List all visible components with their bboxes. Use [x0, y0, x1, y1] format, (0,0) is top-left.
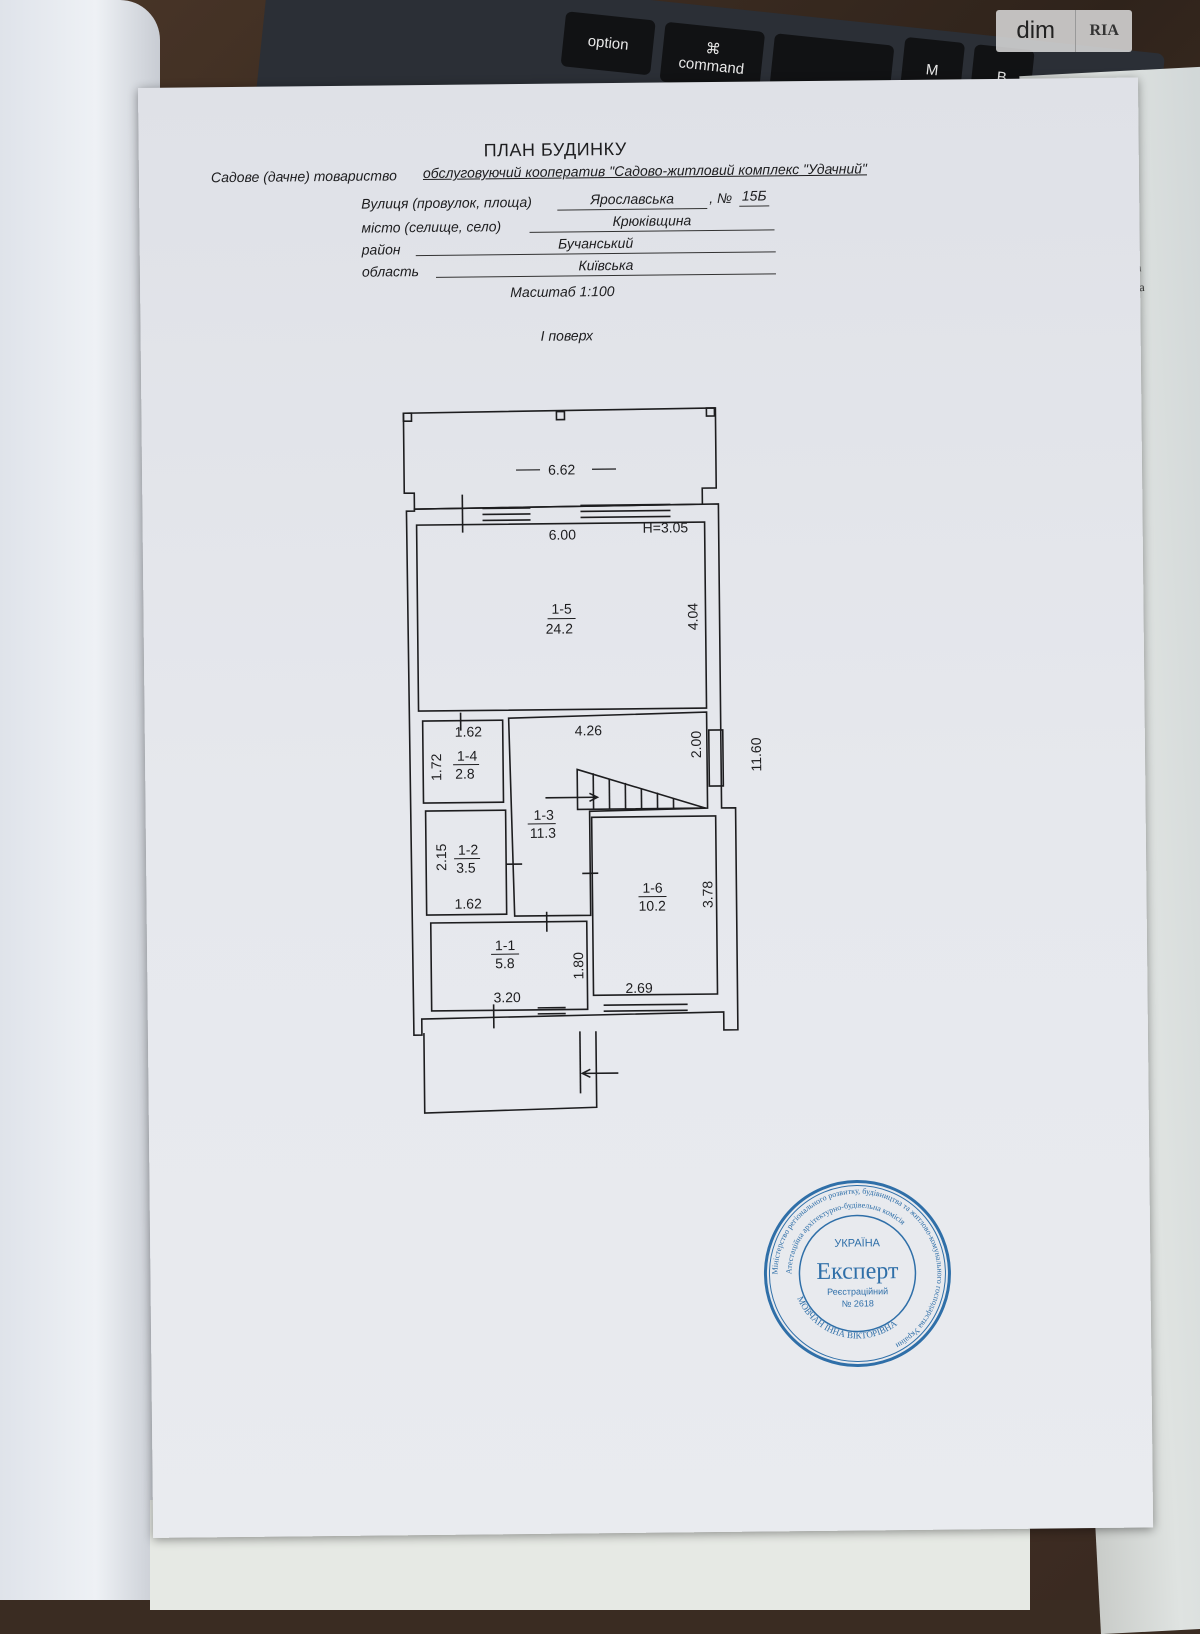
stamp-country: УКРАЇНА — [834, 1237, 880, 1249]
room-1-1-area: 5.8 — [495, 955, 515, 971]
ceiling-height: H=3.05 — [643, 519, 689, 535]
room-1-6-id: 1-6 — [642, 880, 663, 896]
room-1-4-depth: 1.72 — [428, 753, 444, 781]
room-1-2-depth: 2.15 — [433, 843, 449, 871]
room-1-2-area: 3.5 — [456, 860, 476, 876]
room-1-6-area: 10.2 — [639, 898, 667, 914]
stamp-registration-number: № 2618 — [842, 1298, 874, 1308]
room-1-5-width: 6.00 — [549, 526, 577, 542]
floor-plan-drawing: 6.62 6.00 H=3.05 1-5 24.2 4.04 1.62 1.72… — [138, 78, 1149, 1188]
room-1-6-depth: 3.78 — [699, 881, 715, 909]
watermark-dim: dim — [996, 10, 1075, 52]
command-symbol-icon: ⌘ — [705, 39, 722, 58]
room-1-5-id: 1-5 — [551, 600, 572, 616]
room-1-4-id: 1-4 — [457, 747, 478, 763]
stamp-title: Експерт — [816, 1258, 899, 1285]
room-1-3-width: 4.26 — [575, 722, 603, 738]
house-plan-sheet: ПЛАН БУДИНКУ Садове (дачне) товариство о… — [138, 78, 1153, 1538]
dimria-watermark: dim RIA — [996, 10, 1132, 52]
expert-stamp: Міністерство регіонального розвитку, буд… — [761, 1178, 953, 1370]
room-1-1-id: 1-1 — [495, 937, 516, 953]
room-1-2-id: 1-2 — [458, 841, 479, 857]
room-1-4-width: 1.62 — [455, 723, 483, 739]
room-1-3-depth: 2.00 — [688, 731, 704, 759]
room-1-3-area: 11.3 — [530, 825, 557, 841]
room-1-2-width: 1.62 — [454, 895, 482, 911]
room-1-6-width: 2.69 — [625, 980, 653, 996]
room-1-5-area: 24.2 — [546, 620, 574, 636]
room-1-1-depth: 1.80 — [570, 952, 586, 980]
terrace-width-dim: 6.62 — [548, 461, 576, 477]
stamp-registration-label: Реєстраційний — [827, 1286, 888, 1297]
room-1-5-depth: 4.04 — [684, 603, 700, 631]
key-option: option — [561, 11, 656, 75]
key-command-label: command — [678, 54, 745, 78]
room-1-1-width: 3.20 — [493, 989, 521, 1005]
watermark-ria-logo: RIA — [1075, 10, 1132, 52]
total-length-dim: 11.60 — [748, 737, 764, 771]
room-1-4-area: 2.8 — [455, 766, 475, 782]
left-page — [0, 0, 160, 1600]
room-1-3-id: 1-3 — [534, 807, 555, 823]
